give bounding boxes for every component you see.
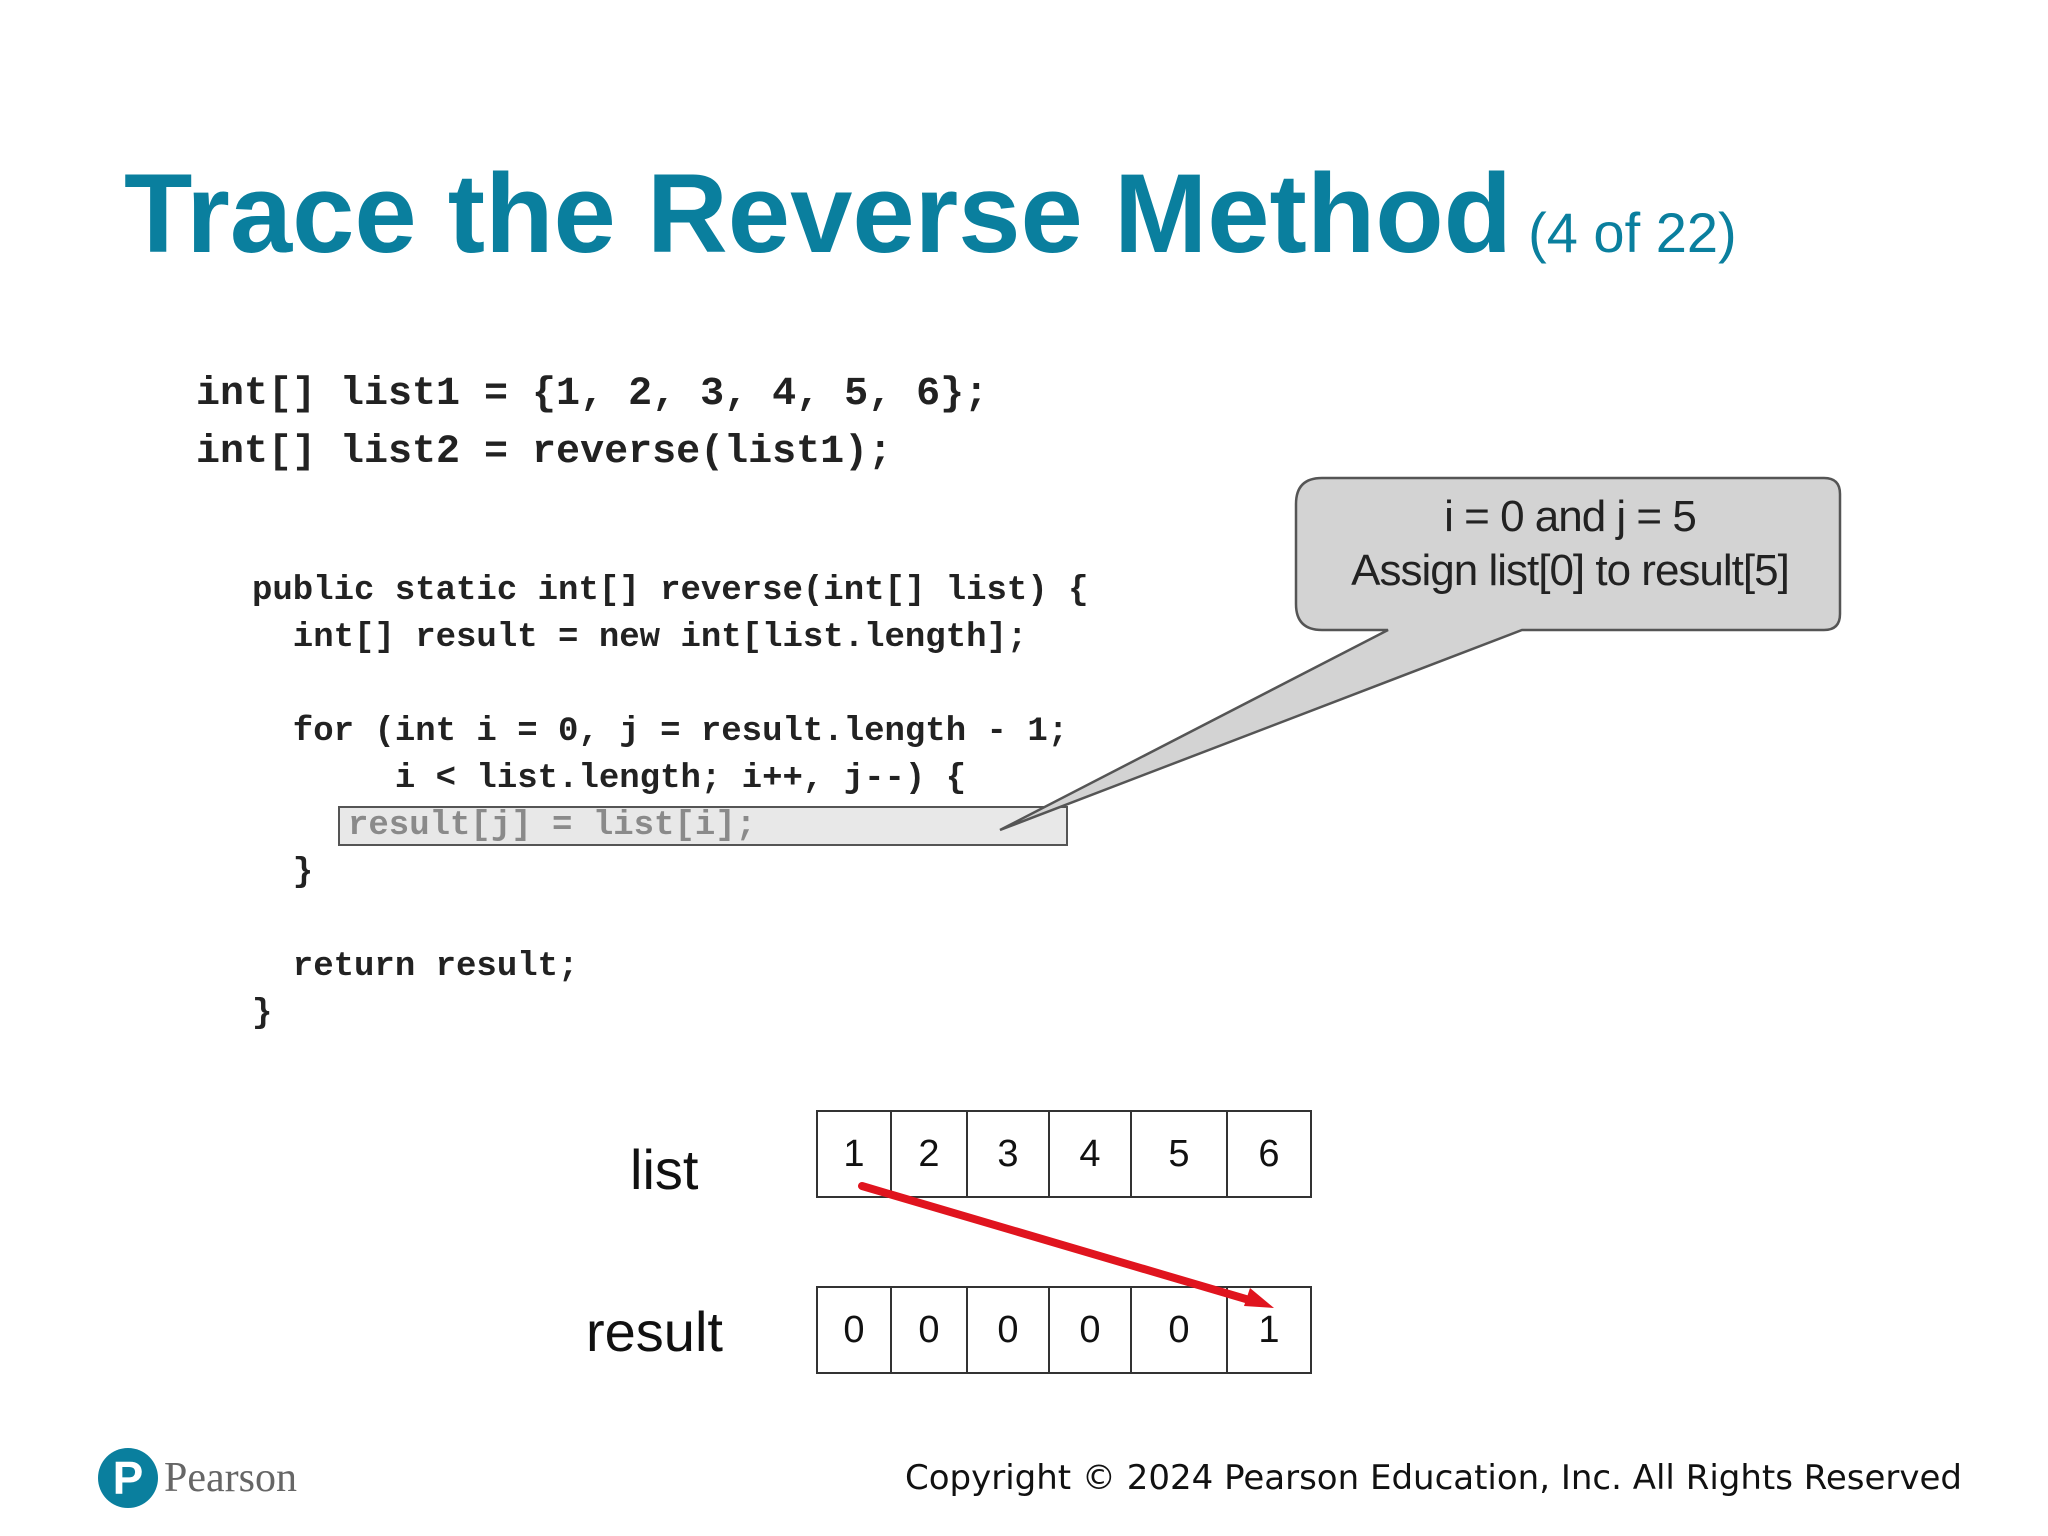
callout-line-1: i = 0 and j = 5	[1444, 492, 1697, 541]
result-array-label: result	[586, 1300, 723, 1363]
result-cell-4: 0	[1130, 1286, 1228, 1374]
copyright-notice: Copyright © 2024 Pearson Education, Inc.…	[904, 1458, 1962, 1498]
slide-title: Trace the Reverse Method(4 of 22)	[124, 158, 1737, 270]
list-array-label: list	[630, 1138, 699, 1201]
callout-text: i = 0 and j = 5 Assign list[0] to result…	[1300, 490, 1840, 598]
list-cell-4: 5	[1130, 1110, 1228, 1198]
list-cell-5: 6	[1226, 1110, 1312, 1198]
highlighted-statement-box	[338, 806, 1068, 846]
list-cell-1: 2	[890, 1110, 968, 1198]
result-cell-5: 1	[1226, 1286, 1312, 1374]
callout-line-2: Assign list[0] to result[5]	[1351, 546, 1790, 595]
result-cell-3: 0	[1048, 1286, 1132, 1374]
code-list-declarations: int[] list1 = {1, 2, 3, 4, 5, 6}; int[] …	[196, 372, 989, 475]
callout-shape	[999, 476, 1842, 832]
code-reverse-method: public static int[] reverse(int[] list) …	[252, 572, 1089, 1033]
result-cell-1: 0	[890, 1286, 968, 1374]
pearson-logo-icon: P	[98, 1448, 158, 1508]
slide-counter: (4 of 22)	[1528, 201, 1737, 264]
pearson-logo-text: Pearson	[164, 1455, 297, 1501]
slide-title-main: Trace the Reverse Method	[124, 151, 1513, 276]
result-cell-2: 0	[966, 1286, 1050, 1374]
list-cell-2: 3	[966, 1110, 1050, 1198]
list-cell-0: 1	[816, 1110, 892, 1198]
list-cell-3: 4	[1048, 1110, 1132, 1198]
pearson-logo: P Pearson	[98, 1448, 297, 1508]
highlighted-statement: result[j] = list[i];	[348, 807, 757, 845]
result-cell-0: 0	[816, 1286, 892, 1374]
